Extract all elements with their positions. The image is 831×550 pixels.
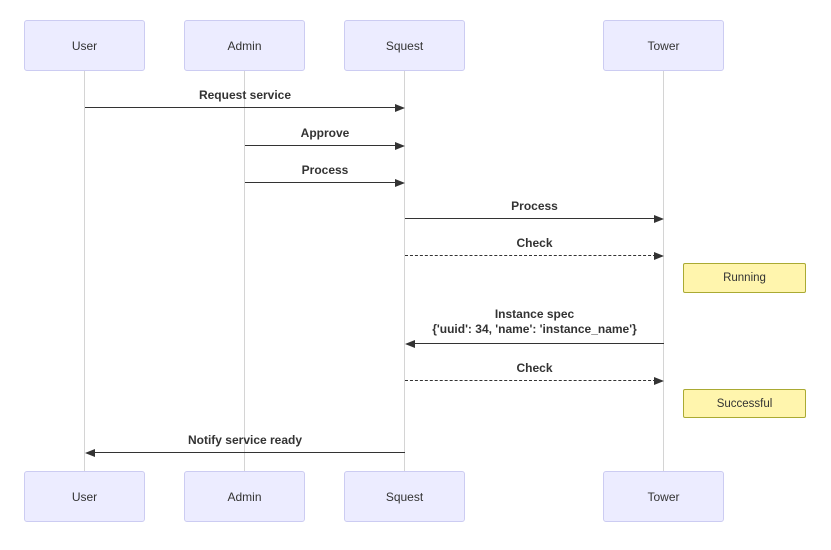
message-line-dashed (405, 255, 656, 256)
actor-label-admin: Admin (227, 489, 262, 504)
actor-box-squest-top: Squest (344, 20, 465, 71)
note-running: Running (683, 263, 806, 293)
note-successful: Successful (683, 389, 806, 418)
actor-box-tower-top: Tower (603, 20, 724, 71)
message-label-approve: Approve (300, 126, 350, 140)
message-label-instance-spec: Instance spec {'uuid': 34, 'name': 'inst… (432, 307, 637, 336)
actor-label-squest: Squest (385, 489, 424, 504)
actor-box-admin-bottom: Admin (184, 471, 305, 522)
actor-box-admin-top: Admin (184, 20, 305, 71)
actor-label-admin: Admin (227, 38, 262, 53)
arrowhead-right-icon (654, 377, 664, 385)
message-line (85, 107, 397, 108)
message-label-process-admin: Process (301, 163, 349, 177)
message-label-process-tower: Process (511, 199, 558, 213)
arrowhead-right-icon (395, 104, 405, 112)
actor-box-user-bottom: User (24, 471, 145, 522)
actor-label-tower: Tower (647, 38, 680, 53)
arrowhead-right-icon (395, 179, 405, 187)
message-label-request-service: Request service (198, 88, 292, 102)
lifeline-admin (244, 71, 245, 471)
message-line (93, 452, 405, 453)
actor-label-tower: Tower (647, 489, 680, 504)
actor-box-user-top: User (24, 20, 145, 71)
actor-box-squest-bottom: Squest (344, 471, 465, 522)
message-line-dashed (405, 380, 656, 381)
message-line (245, 145, 397, 146)
actor-label-user: User (71, 38, 98, 53)
arrowhead-left-icon (85, 449, 95, 457)
message-label-notify-service-ready: Notify service ready (187, 433, 303, 447)
arrowhead-right-icon (654, 252, 664, 260)
lifeline-user (84, 71, 85, 471)
lifeline-squest (404, 71, 405, 471)
lifeline-tower (663, 71, 664, 471)
message-label-check-2: Check (516, 361, 553, 375)
arrowhead-right-icon (395, 142, 405, 150)
arrowhead-right-icon (654, 215, 664, 223)
arrowhead-left-icon (405, 340, 415, 348)
actor-label-squest: Squest (385, 38, 424, 53)
message-label-check-1: Check (516, 236, 553, 250)
actor-label-user: User (71, 489, 98, 504)
message-line (413, 343, 664, 344)
message-line (405, 218, 656, 219)
actor-box-tower-bottom: Tower (603, 471, 724, 522)
message-line (245, 182, 397, 183)
